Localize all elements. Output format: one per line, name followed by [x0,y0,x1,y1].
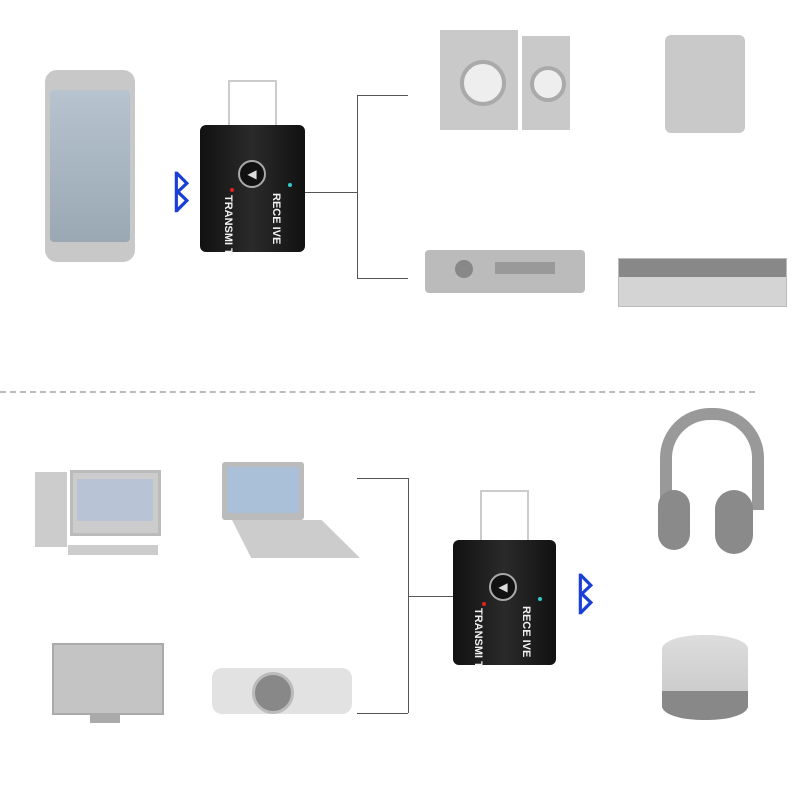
projector [212,668,352,714]
transmit-label: TRANSMI T [472,608,484,668]
receive-label: RECE IVE [520,606,532,658]
section-divider [0,391,755,393]
transmit-label: TRANSMI T [222,195,234,255]
bluetooth-icon: ᛒ [572,570,599,619]
play-pause-icon: ◀ [238,160,266,188]
amplifier [618,258,787,307]
car-stereo [425,250,585,293]
bluetooth-icon: ᛒ [168,168,195,217]
television [52,643,164,715]
receive-label: RECE IVE [270,193,282,245]
laptop [222,462,304,520]
portable-speaker [662,635,748,720]
desktop-computer [35,472,67,547]
play-pause-icon: ◀ [489,573,517,601]
smartphone [45,70,135,262]
pa-speaker [665,35,745,133]
